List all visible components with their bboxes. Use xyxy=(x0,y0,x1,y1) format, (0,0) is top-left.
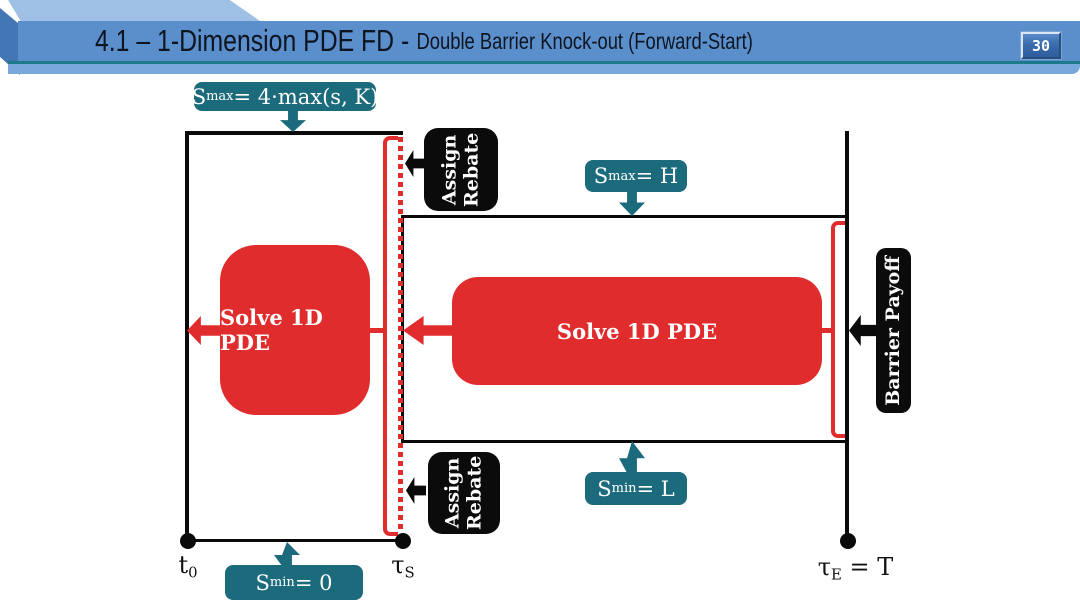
assign-rebate-bottom-line2: Rebate xyxy=(463,455,485,531)
left-box-bracket-connector xyxy=(368,328,384,333)
assign-rebate-bottom-arrow-icon xyxy=(406,477,426,504)
smax-right-arrow-icon xyxy=(619,191,645,216)
solve-1d-pde-box-left: Solve 1D PDE xyxy=(220,245,370,415)
smin-right-base: S xyxy=(597,476,612,501)
header-banner xyxy=(18,21,1080,61)
solve-1d-pde-box-right: Solve 1D PDE xyxy=(452,277,822,385)
left-region-top-edge xyxy=(185,131,403,135)
t0-sub: 0 xyxy=(188,563,198,582)
assign-rebate-top-line1: Assign xyxy=(438,134,461,205)
expiry-vertical-line xyxy=(845,131,849,542)
smax-right-rest: = H xyxy=(635,164,679,188)
assign-rebate-box-top: Assign Rebate xyxy=(424,128,498,211)
assign-rebate-top-arrow-icon xyxy=(405,150,425,177)
banner-divider-line xyxy=(8,61,1080,64)
slide-title-subtitle: Double Barrier Knock-out (Forward-Start) xyxy=(416,27,753,54)
banner-bottom-strip xyxy=(8,64,1080,74)
tau-e-node-dot xyxy=(840,533,856,549)
t0-label: t0 xyxy=(168,551,208,581)
tau-s-label: τS xyxy=(383,551,423,581)
smax-left-rest: = 4·max(s, K) xyxy=(233,84,379,109)
solve-1d-pde-left-label: Solve 1D PDE xyxy=(220,305,323,355)
right-terminal-bracket xyxy=(831,221,845,438)
tau-s-base: τ xyxy=(391,551,405,579)
tau-s-node-dot xyxy=(395,533,411,549)
tau-e-rest: = T xyxy=(841,553,894,581)
forward-start-dotted-line xyxy=(398,137,403,533)
solve-left-arrow-icon xyxy=(187,316,220,345)
smin-left-arrow-icon xyxy=(274,542,300,566)
tau-e-sub: E xyxy=(831,565,842,584)
assign-rebate-top-line2: Rebate xyxy=(460,132,482,207)
smin-right-rest: = L xyxy=(636,476,675,501)
banner-ribbon-side-face xyxy=(0,8,20,75)
smax-left-sub: max xyxy=(206,89,234,104)
banner-ribbon-top-face xyxy=(8,0,260,21)
left-terminal-bracket xyxy=(383,136,398,536)
barrier-payoff-arrow-icon xyxy=(849,315,877,346)
assign-rebate-box-bottom: Assign Rebate xyxy=(428,452,500,534)
right-box-bracket-connector xyxy=(821,328,832,333)
slide-title-main: 4.1 – 1-Dimension PDE FD - xyxy=(95,23,410,58)
barrier-payoff-box: Barrier Payoff xyxy=(876,248,911,413)
barrier-payoff-label: Barrier Payoff xyxy=(881,255,904,406)
smin-left-sub: min xyxy=(269,575,295,590)
smin-right-sub: min xyxy=(611,481,637,496)
t0-node-dot xyxy=(180,533,196,549)
smax-right-sub: max xyxy=(608,168,636,184)
smin-right-arrow-icon xyxy=(619,441,645,473)
smin-left-rest: = 0 xyxy=(294,570,333,595)
tau-e-base: τ xyxy=(817,553,832,581)
assign-rebate-bottom-line1: Assign xyxy=(441,457,464,529)
left-region-left-edge xyxy=(185,131,189,542)
tau-e-label: τE = T xyxy=(798,553,913,583)
page-number: 30 xyxy=(1031,36,1051,55)
solve-1d-pde-right-label: Solve 1D PDE xyxy=(556,318,718,344)
time-axis-segment xyxy=(187,539,404,542)
page-number-badge: 30 xyxy=(1020,31,1062,60)
smax-left-base: S xyxy=(191,84,207,109)
tau-s-sub: S xyxy=(404,563,415,582)
t0-base: t xyxy=(178,551,189,579)
smax-left-arrow-icon xyxy=(280,110,306,132)
slide-title: 4.1 – 1-Dimension PDE FD - Double Barrie… xyxy=(95,21,753,61)
smax-right-base: S xyxy=(593,164,609,188)
smin-left-base: S xyxy=(255,570,270,595)
